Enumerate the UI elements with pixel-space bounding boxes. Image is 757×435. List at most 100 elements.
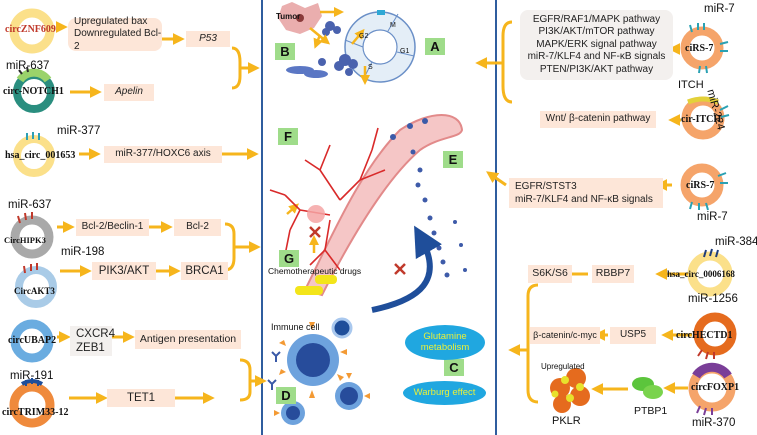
phase-g2: G2 <box>359 33 369 40</box>
pik3-akt-box: PIK3/AKT <box>92 262 156 280</box>
phase-g1: G1 <box>400 48 410 55</box>
circznf609-ring <box>9 8 55 54</box>
panel-e-label: E <box>443 151 463 168</box>
panel-b-label: B <box>275 43 295 60</box>
panel-c-label: C <box>444 359 464 376</box>
cir-itch-ring <box>681 96 730 140</box>
hipk3-mir-label: miR-637 <box>8 199 52 211</box>
trim-mir-label: miR-191 <box>10 370 54 382</box>
pathway-1: EGFR/RAF1/MAPK pathway <box>532 13 661 25</box>
pathway-5: PTEN/PI3K/AKT pathway <box>539 63 654 75</box>
warburg-effect-oval: Warburg effect <box>403 381 486 405</box>
egfr-stst3-text: EGFR/STST3 <box>515 181 577 192</box>
circakt3-label: CircAKT3 <box>14 286 55 296</box>
cxcr4-text: CXCR4 <box>76 328 115 340</box>
cell-cycle-wheel <box>344 10 416 83</box>
right-arrows <box>475 20 692 404</box>
pills <box>295 275 337 295</box>
pklr-complex <box>550 368 590 413</box>
panel-d-label: D <box>276 387 296 404</box>
zeb1-text: ZEB1 <box>76 342 105 354</box>
rs7a-mir-label: miR-7 <box>704 3 735 15</box>
circ0006168-ring <box>687 248 733 297</box>
panel-g-label: G <box>279 250 299 267</box>
antibodies <box>267 351 281 390</box>
tet1-box: TET1 <box>107 389 175 407</box>
wnt-pathway-box: Wnt/ β-catenin pathway <box>540 111 656 128</box>
circtrim33-ring <box>9 378 55 428</box>
cirs7-label-top: ciRS-7 <box>685 43 714 54</box>
tumor-label: Tumor <box>276 12 301 21</box>
apelin-box: Apelin <box>104 84 154 101</box>
bcl2-box: Bcl-2 <box>174 219 221 236</box>
pathway-4: miR-7/KLF4 and NF-κB signals <box>527 51 666 63</box>
usp5-box: USP5 <box>610 327 656 344</box>
circhectd1-label: circHECTD1 <box>676 330 733 341</box>
glutamine-metabolism-oval: Glutamine metabolism <box>405 325 485 360</box>
itch-label: ITCH <box>678 79 704 91</box>
circ001653-ring <box>13 132 55 177</box>
circfoxp1-ring <box>688 362 736 416</box>
circhipk3-label: CircHIPK3 <box>4 235 46 245</box>
phase-s: S <box>368 64 373 71</box>
phase-m: M <box>390 22 396 29</box>
pathway-3: MAPK/ERK signal pathway <box>536 38 657 50</box>
egfr-stst3-box: EGFR/STST3 miR-7/KLF4 and NF-κB signals <box>509 178 663 208</box>
panel-a-label: A <box>425 38 445 55</box>
notch-mir-label: miR-637 <box>6 60 50 72</box>
beta-catenin-box: β-catenin/c-myc <box>530 327 600 344</box>
chemo-drugs-label: Chemotherapeutic drugs <box>268 266 362 276</box>
c1653-mir-label: miR-377 <box>57 125 101 137</box>
immune-cells <box>274 317 370 425</box>
klf4-nfkb-text: miR-7/KLF4 and NF-κB signals <box>515 194 653 205</box>
circnotch1-label: circ-NOTCH1 <box>3 86 64 97</box>
cxcr4-zeb1-box: CXCR4 ZEB1 <box>70 326 115 356</box>
ptbp1-blob <box>632 377 663 399</box>
c6168-mir-label: miR-384 <box>715 236 757 248</box>
downregulated-bcl2-text: Downregulated Bcl-2 <box>74 28 162 52</box>
circnotch1-ring <box>13 66 55 113</box>
panel-f-label: F <box>278 128 298 145</box>
immune-cell-label: Immune cell <box>271 322 320 332</box>
circhectd1-ring <box>693 312 737 360</box>
rbbp7-box: RBBP7 <box>592 265 634 283</box>
metastatic-cells <box>410 149 467 278</box>
circ001653-label: hsa_circ_001653 <box>5 150 76 161</box>
circtrim33-label: circTRIM33-12 <box>2 407 69 418</box>
brca1-box: BRCA1 <box>181 262 228 280</box>
pathway-2: PI3K/AKT/mTOR pathway <box>538 26 655 38</box>
s6k-s6-box: S6K/S6 <box>528 265 572 283</box>
cirs7-label-bottom: ciRS-7 <box>686 180 715 191</box>
znf-effect-box: Upregulated bax Downregulated Bcl-2 <box>68 15 162 52</box>
cir-itch-label: cir-ITCH <box>681 114 722 125</box>
tumor-cell <box>278 2 322 34</box>
pklr-label: PKLR <box>552 415 581 427</box>
hectd1-mir-label: miR-1256 <box>688 293 738 305</box>
circubap2-ring <box>10 319 54 363</box>
drug-block-marks <box>309 226 406 275</box>
circznf609-label: circZNF609 <box>5 24 56 35</box>
tumor-mass <box>307 205 325 223</box>
left-arrows <box>55 21 267 404</box>
p53-box: P53 <box>186 31 230 47</box>
bcl2-beclin-box: Bcl-2/Beclin-1 <box>76 219 149 236</box>
hoxc6-axis-box: miR-377/HOXC6 axis <box>104 146 222 163</box>
akt3-mir-label: miR-198 <box>61 246 105 258</box>
circakt3-ring <box>15 263 57 308</box>
antigen-presentation-box: Antigen presentation <box>135 330 241 349</box>
cirs7-ring-bottom <box>680 163 728 211</box>
blood-vessel <box>303 114 464 297</box>
upregulated-bax-text: Upregulated bax <box>74 15 148 27</box>
foxp1-mir-label: miR-370 <box>692 417 736 429</box>
cirs7-ring-top <box>680 23 729 74</box>
cell-clusters <box>286 21 358 78</box>
ptbp1-label: PTBP1 <box>634 405 668 417</box>
upregulated-label: Upregulated <box>541 362 585 371</box>
circubap2-label: circUBAP2 <box>8 335 57 346</box>
circhipk3-ring <box>10 212 54 259</box>
circfoxp1-label: circFOXP1 <box>691 382 740 393</box>
center-arrows <box>286 7 370 253</box>
rs7b-mir-label: miR-7 <box>697 211 728 223</box>
cirs7-pathways-box: EGFR/RAF1/MAPK pathway PI3K/AKT/mTOR pat… <box>520 10 673 80</box>
